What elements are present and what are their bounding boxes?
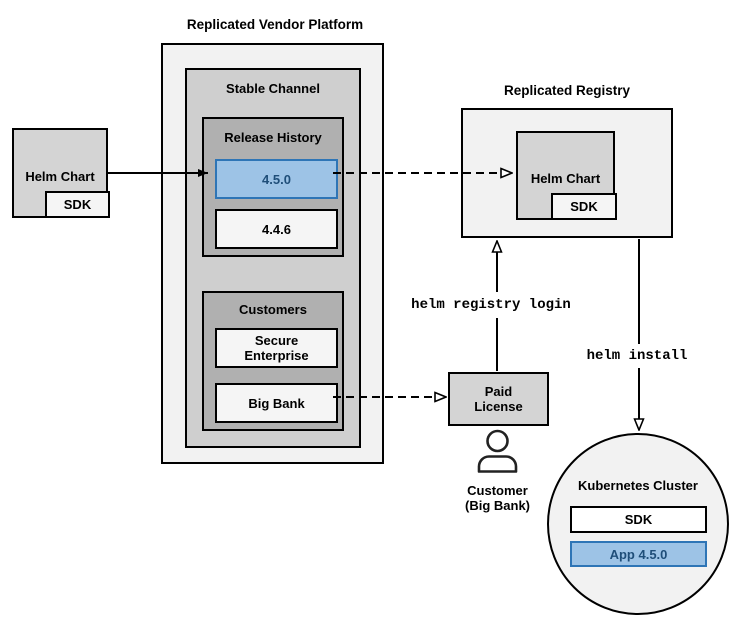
paid-license-box: Paid License (448, 372, 549, 426)
customer-caption: Customer (Big Bank) (465, 483, 530, 513)
kubernetes-cluster-label: Kubernetes Cluster (578, 478, 698, 493)
vendor-helm-chart-box: Helm Chart SDK (12, 128, 110, 218)
registry-helm-chart-box: Helm Chart SDK (516, 131, 617, 220)
release-4-4-6-label: 4.4.6 (262, 221, 291, 237)
customer-secure-enterprise-label: Secure Enterprise (244, 333, 309, 363)
cluster-sdk-label: SDK (624, 512, 653, 527)
paid-license-label: Paid License (474, 384, 523, 414)
cluster-app-label: App 4.5.0 (609, 546, 668, 562)
helm-install-command: helm install (557, 344, 717, 368)
release-history-box: Release History 4.5.0 4.4.6 (202, 117, 344, 257)
platform-title: Replicated Vendor Platform (186, 17, 364, 32)
kubernetes-cluster-circle: Kubernetes Cluster SDK App 4.5.0 (547, 433, 729, 615)
customer-secure-enterprise-box: Secure Enterprise (215, 328, 338, 368)
stable-channel-label: Stable Channel (226, 81, 320, 96)
cluster-app-box: App 4.5.0 (570, 541, 707, 567)
registry-helm-chart-label: Helm Chart (530, 171, 601, 186)
registry-sdk-box: SDK (551, 193, 617, 220)
platform-box: Stable Channel Release History 4.5.0 4.4… (161, 43, 384, 464)
customers-box: Customers Secure Enterprise Big Bank (202, 291, 344, 431)
cluster-sdk-box: SDK (570, 506, 707, 533)
vendor-helm-chart-label: Helm Chart (25, 169, 95, 184)
registry-title: Replicated Registry (503, 83, 631, 98)
person-icon (477, 429, 518, 473)
registry-box: Helm Chart SDK (461, 108, 673, 238)
vendor-sdk-label: SDK (63, 197, 92, 212)
customer-big-bank-label: Big Bank (248, 395, 305, 411)
stable-channel-box: Stable Channel Release History 4.5.0 4.4… (185, 68, 361, 448)
release-4-4-6-box: 4.4.6 (215, 209, 338, 249)
release-4-5-0-label: 4.5.0 (262, 171, 291, 187)
customer-big-bank-box: Big Bank (215, 383, 338, 423)
customers-label: Customers (239, 302, 307, 317)
vendor-sdk-box: SDK (45, 191, 110, 218)
release-history-label: Release History (224, 130, 322, 145)
helm-registry-login-command: helm registry login (399, 292, 583, 318)
release-4-5-0-box: 4.5.0 (215, 159, 338, 199)
registry-sdk-label: SDK (570, 199, 598, 214)
